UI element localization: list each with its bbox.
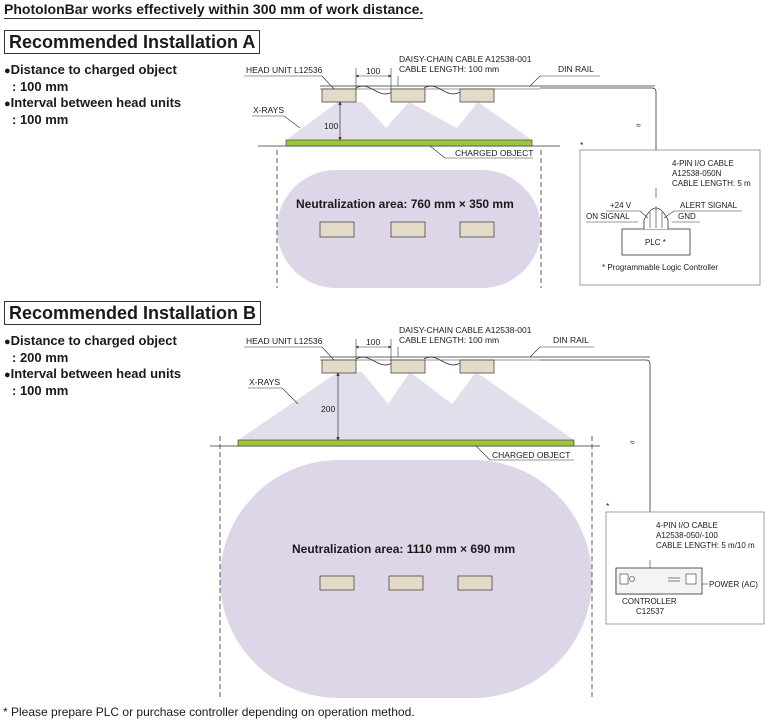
controller-port bbox=[685, 573, 697, 585]
spec-distance-a: ●Distance to charged object bbox=[4, 61, 177, 80]
distance-label-b: Distance to charged object bbox=[10, 333, 177, 348]
daisy-chain-cable-a bbox=[355, 85, 461, 95]
label-on-signal: ON SIGNAL bbox=[586, 212, 630, 221]
xray-beams-a bbox=[286, 102, 532, 140]
leader-24v-2 bbox=[639, 210, 649, 219]
bullet-icon: ● bbox=[4, 65, 11, 77]
label-daisy-cable-a-2: CABLE LENGTH: 100 mm bbox=[399, 64, 499, 74]
spec-interval-a: ●Interval between head units bbox=[4, 94, 181, 113]
leader-xrays-a-2 bbox=[283, 115, 301, 129]
head-unit-topview-b-3 bbox=[457, 575, 493, 591]
section-title-a: Recommended Installation A bbox=[4, 30, 261, 54]
label-controller-1: CONTROLLER bbox=[622, 597, 677, 606]
label-io-cable-b-1: 4-PIN I/O CABLE bbox=[656, 521, 718, 530]
label-daisy-cable-a-1: DAISY-CHAIN CABLE A12538-001 bbox=[399, 54, 532, 64]
label-neutralization-b: Neutralization area: 1110 mm × 690 mm bbox=[292, 542, 515, 556]
label-plc: PLC * bbox=[645, 238, 666, 247]
head-unit-a-1 bbox=[321, 88, 357, 103]
label-distance-dim-b: 200 bbox=[321, 404, 335, 414]
label-neutralization-a: Neutralization area: 760 mm × 350 mm bbox=[296, 197, 514, 211]
interval-value-b: : 100 mm bbox=[12, 383, 69, 398]
controller-knob bbox=[629, 576, 635, 582]
label-power: POWER (AC) bbox=[709, 580, 758, 589]
label-head-unit-a: HEAD UNIT L12536 bbox=[246, 65, 323, 75]
head-unit-topview-a-1 bbox=[319, 221, 355, 238]
asterisk-b: * bbox=[606, 501, 610, 511]
distance-value-a: : 100 mm bbox=[12, 79, 69, 94]
head-unit-b-3 bbox=[459, 359, 495, 374]
distance-label-a: Distance to charged object bbox=[10, 62, 177, 77]
leader-charged-b bbox=[475, 445, 491, 461]
head-unit-b-2 bbox=[390, 359, 426, 374]
label-plc-note: * Programmable Logic Controller bbox=[602, 263, 718, 272]
leader-charged-a bbox=[429, 145, 446, 159]
label-io-cable-b-3: CABLE LENGTH: 5 m/10 m bbox=[656, 541, 755, 550]
label-distance-dim-a: 100 bbox=[324, 121, 338, 131]
head-unit-topview-b-1 bbox=[319, 575, 355, 591]
leader-alert-2 bbox=[663, 210, 675, 219]
leader-din-b-2 bbox=[529, 346, 541, 358]
label-controller-2: C12537 bbox=[636, 607, 665, 616]
spec-distance-b: ●Distance to charged object bbox=[4, 332, 177, 351]
interval-value-a: : 100 mm bbox=[12, 112, 69, 127]
head-unit-b-1 bbox=[321, 359, 357, 374]
io-cable-b bbox=[540, 359, 651, 572]
label-charged-object-a: CHARGED OBJECT bbox=[455, 148, 533, 158]
leader-head-unit-a-2 bbox=[321, 75, 335, 90]
head-unit-a-3 bbox=[459, 88, 495, 103]
diagram-a: HEAD UNIT L12536 100 DAISY-CHAIN CABLE A… bbox=[244, 54, 761, 288]
head-unit-topview-b-2 bbox=[388, 575, 424, 591]
break-mark-a: ≈ bbox=[636, 120, 641, 130]
head-unit-a-2 bbox=[390, 88, 426, 103]
label-io-cable-a-3: CABLE LENGTH: 5 m bbox=[672, 179, 751, 188]
label-io-cable-b-2: A12538-050/-100 bbox=[656, 531, 718, 540]
label-24v: +24 V bbox=[610, 201, 632, 210]
leader-din-a-2 bbox=[529, 75, 541, 87]
daisy-chain-cable-b bbox=[355, 356, 461, 366]
charged-object-a bbox=[285, 139, 533, 147]
leader-xrays-b-2 bbox=[281, 387, 299, 405]
bullet-icon: ● bbox=[4, 369, 11, 381]
label-xrays-b: X-RAYS bbox=[249, 377, 280, 387]
label-charged-object-b: CHARGED OBJECT bbox=[492, 450, 570, 460]
bullet-icon: ● bbox=[4, 336, 11, 348]
label-io-cable-a-2: A12538-050N bbox=[672, 169, 722, 178]
interval-label-a: Interval between head units bbox=[10, 95, 182, 110]
head-unit-topview-a-3 bbox=[459, 221, 495, 238]
label-head-unit-b: HEAD UNIT L12536 bbox=[246, 336, 323, 346]
label-io-cable-a-1: 4-PIN I/O CABLE bbox=[672, 159, 734, 168]
label-alert-signal: ALERT SIGNAL bbox=[680, 201, 738, 210]
headline: PhotoIonBar works effectively within 300… bbox=[4, 1, 424, 19]
io-cable-a bbox=[540, 87, 657, 208]
label-gnd: GND bbox=[678, 212, 696, 221]
head-unit-topview-a-2 bbox=[390, 221, 426, 238]
label-xrays-a: X-RAYS bbox=[253, 105, 284, 115]
diagram-b: HEAD UNIT L12536 100 DAISY-CHAIN CABLE A… bbox=[210, 325, 765, 698]
break-mark-b: ≈ bbox=[630, 437, 635, 447]
plc-frame-a bbox=[579, 149, 761, 286]
bullet-icon: ● bbox=[4, 98, 11, 110]
label-daisy-cable-b-1: DAISY-CHAIN CABLE A12538-001 bbox=[399, 325, 532, 335]
footnote: * Please prepare PLC or purchase control… bbox=[3, 705, 415, 719]
section-title-b: Recommended Installation B bbox=[4, 301, 262, 325]
charged-object-b bbox=[237, 439, 575, 447]
interval-label-b: Interval between head units bbox=[10, 366, 182, 381]
label-interval-dim-b: 100 bbox=[366, 337, 380, 347]
asterisk-a: * bbox=[580, 140, 584, 150]
label-interval-dim-a: 100 bbox=[366, 66, 380, 76]
label-din-rail-b: DIN RAIL bbox=[553, 335, 589, 345]
spec-interval-b: ●Interval between head units bbox=[4, 365, 181, 384]
distance-value-b: : 200 mm bbox=[12, 350, 69, 365]
xray-beams-b bbox=[238, 372, 574, 440]
leader-head-unit-b-2 bbox=[321, 346, 335, 361]
label-din-rail-a: DIN RAIL bbox=[558, 64, 594, 74]
controller-switch bbox=[619, 573, 629, 585]
label-daisy-cable-b-2: CABLE LENGTH: 100 mm bbox=[399, 335, 499, 345]
